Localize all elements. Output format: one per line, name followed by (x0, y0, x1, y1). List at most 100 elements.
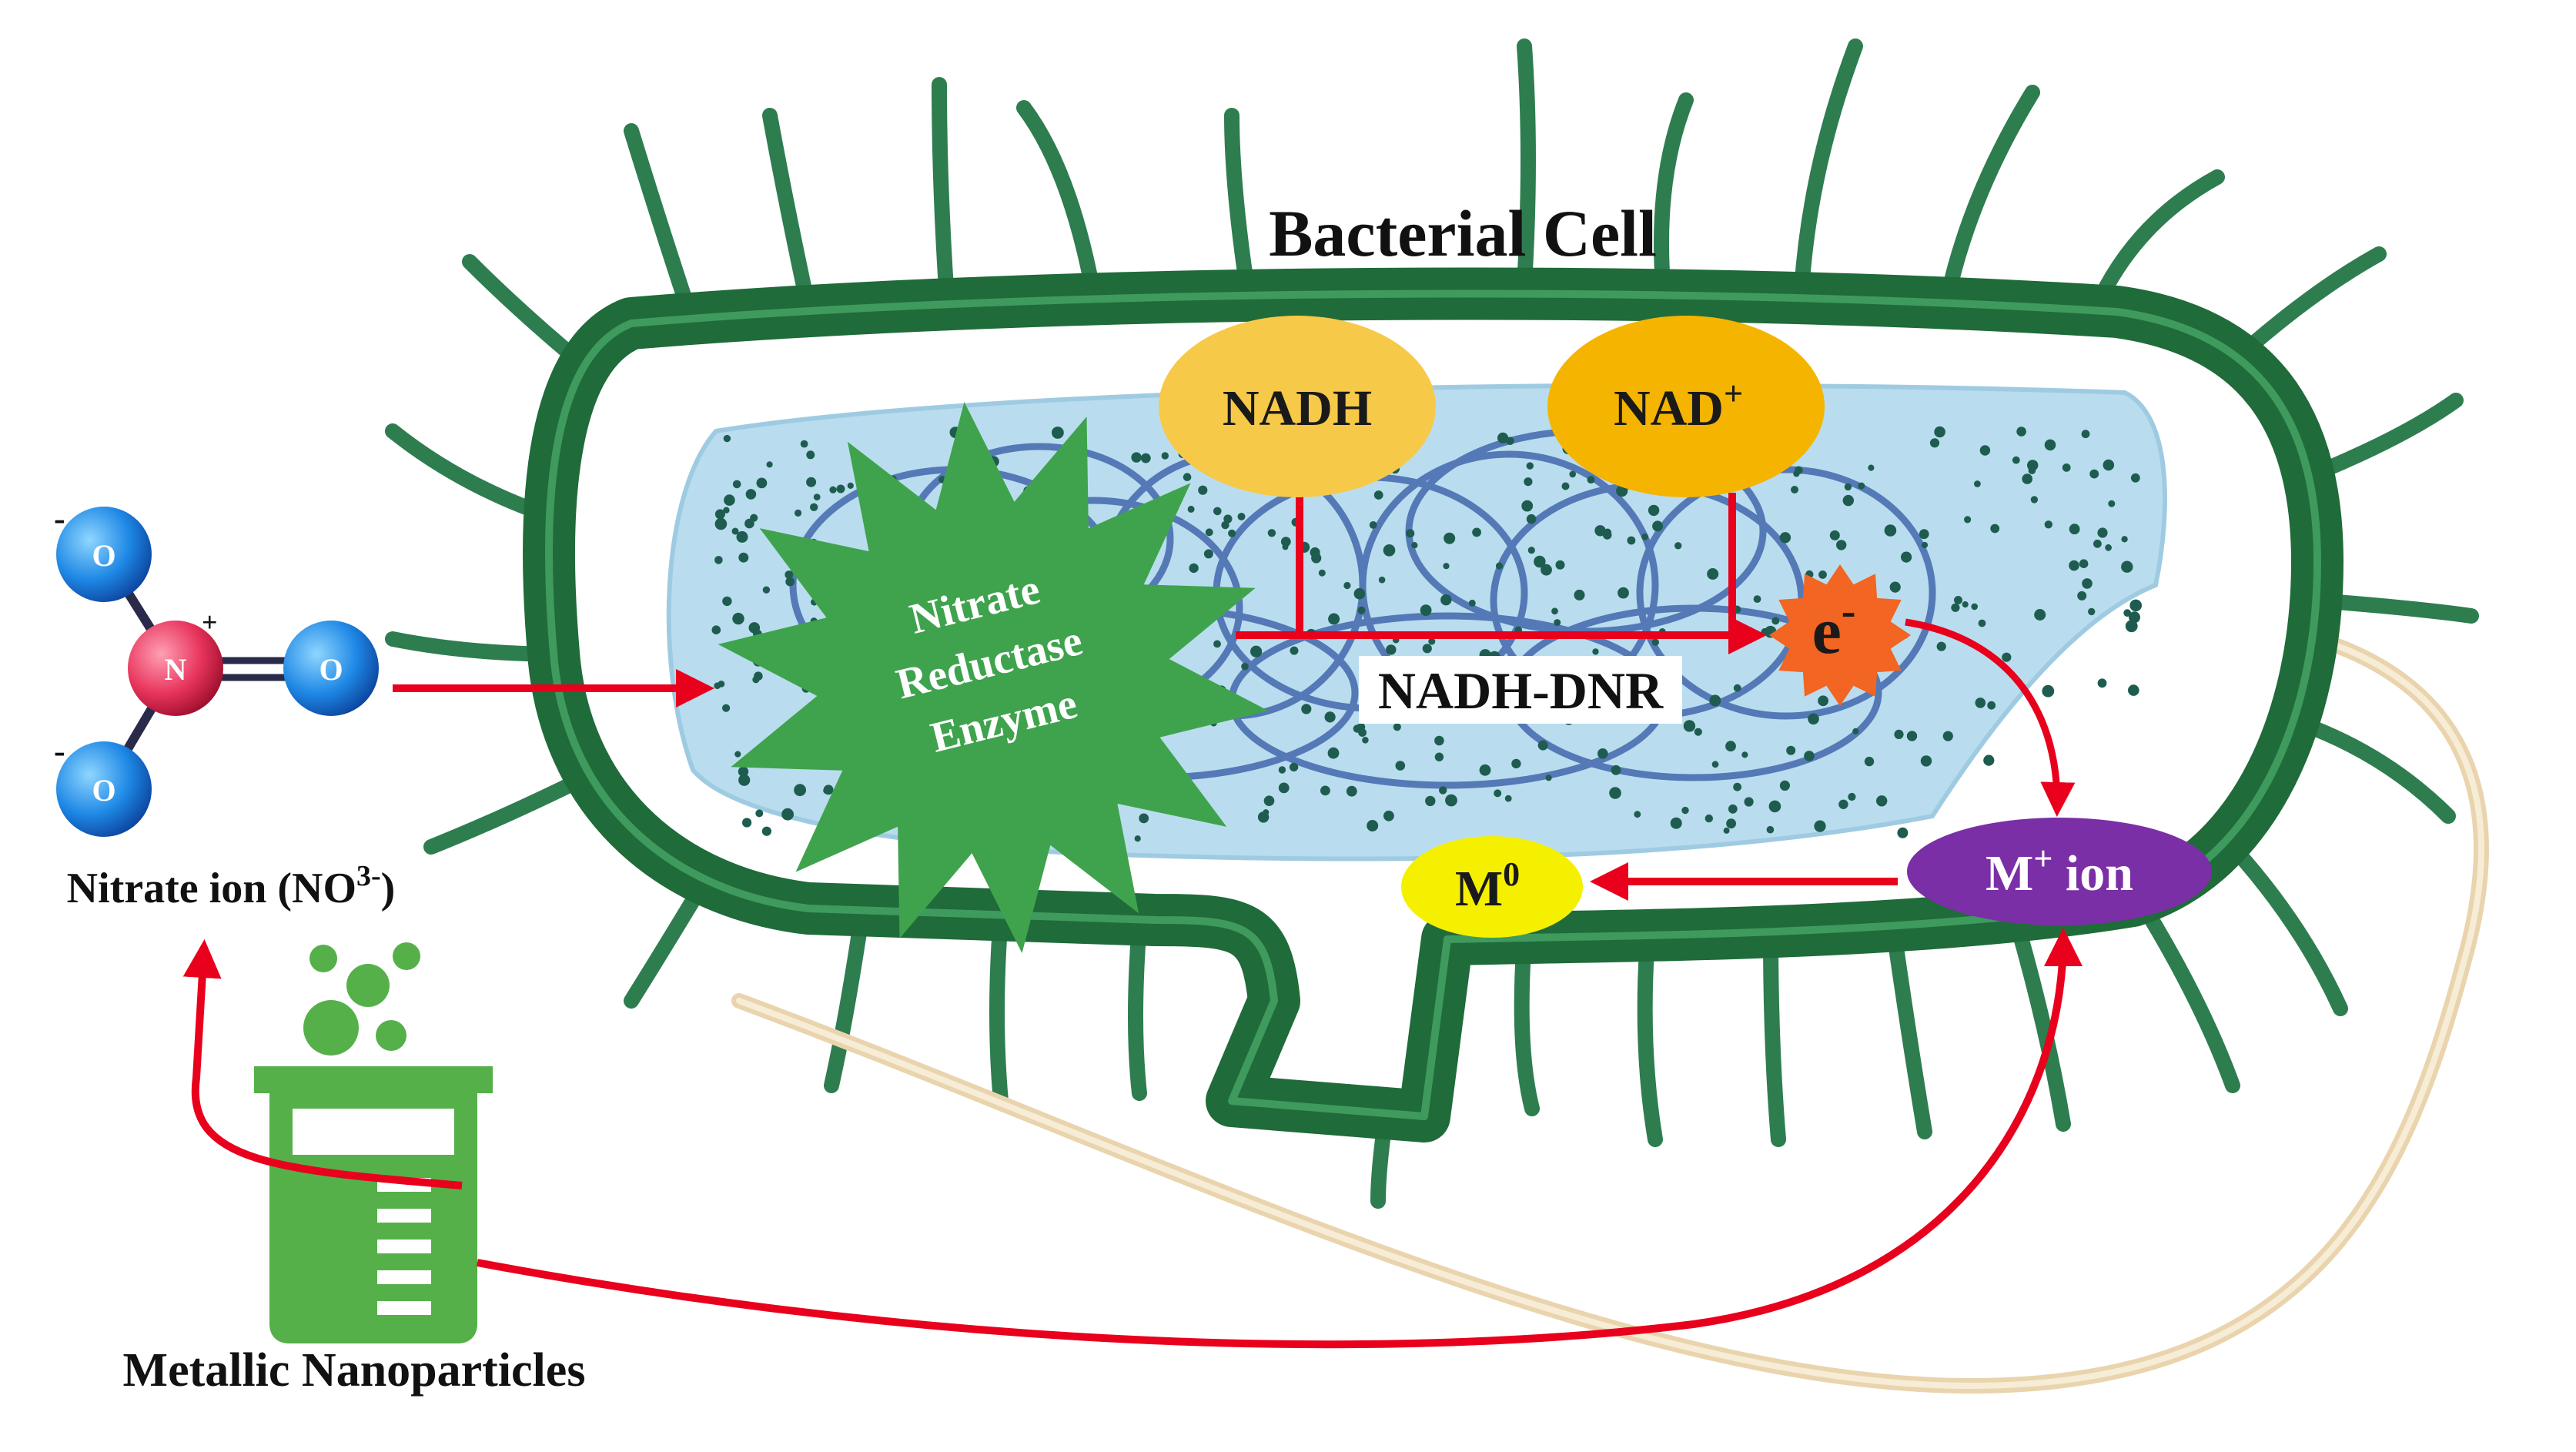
ribosome-dot (1526, 462, 1534, 470)
ribosome-dot (1346, 785, 1357, 797)
ribosome-dot (714, 509, 725, 520)
ribosome-dot (1597, 748, 1608, 759)
ribosome-dot (1766, 825, 1775, 834)
ribosome-dot (1353, 587, 1366, 600)
ribosome-dot (1320, 785, 1330, 796)
ribosome-dot (1793, 470, 1800, 477)
ribosome-dot (1443, 563, 1450, 570)
ribosome-dot (752, 676, 760, 684)
ribosome-dot (1709, 694, 1721, 707)
ribosome-dot (722, 704, 731, 712)
ribosome-dot (2121, 536, 2128, 543)
ribosome-dot (2123, 609, 2132, 617)
ribosome-dot (1641, 533, 1649, 540)
ribosome-dot (766, 461, 773, 468)
ribosome-dot (1328, 613, 1340, 625)
ribosome-dot (806, 477, 817, 487)
ribosome-dot (1842, 494, 1854, 507)
beaker-to-nitrate-arrow (182, 939, 463, 1189)
flagellum-strand (1514, 932, 1540, 1116)
ribosome-dot (1744, 797, 1754, 807)
nitrate-caption-sup: 3- (356, 860, 381, 892)
flagellum-strand (1637, 930, 1663, 1147)
oxygen-atom-top (56, 507, 152, 602)
ribosome-dot (1753, 595, 1761, 603)
ribosome-dot (1425, 795, 1436, 807)
ribosome-dot (1537, 740, 1548, 751)
nitrate-reductase-enzyme (718, 402, 1269, 953)
ribosome-dot (723, 507, 730, 514)
flagellum-strand (762, 108, 816, 316)
ribosome-dot (1779, 780, 1790, 791)
ribosome-dot (742, 818, 752, 828)
ribosome-dot (1852, 728, 1859, 735)
ribosome-dot (2097, 527, 2108, 538)
beaker-mark-4 (377, 1270, 431, 1284)
ribosome-dot (1497, 432, 1509, 444)
ribosome-dot (1511, 758, 1521, 769)
ribosome-dot (1934, 426, 1945, 438)
ribosome-dot (1634, 811, 1641, 818)
ribosome-dot (2088, 607, 2096, 616)
ribosome-dot (1725, 741, 1736, 752)
ribosome-dot (2042, 684, 2055, 698)
ribosome-dot (1670, 817, 1682, 829)
beaker-label: Metallic Nanoparticles (123, 1344, 586, 1397)
ribosome-dot (1311, 553, 1322, 564)
ribosome-dot (1554, 619, 1561, 627)
ribosome-dot (2130, 473, 2140, 483)
ribosome-dot (1705, 814, 1713, 823)
ribosome-dot (1726, 818, 1737, 829)
electron-base: e (1812, 594, 1842, 667)
ribosome-dot (1161, 452, 1169, 460)
ribosome-dot (1203, 549, 1213, 559)
ribosome-dot (1901, 551, 1912, 563)
ribosome-dot (1876, 795, 1888, 807)
nad-plus-sup: + (1724, 375, 1743, 413)
ribosome-dot (1741, 751, 1748, 758)
ribosome-dot (1894, 729, 1904, 740)
ribosome-dot (1362, 737, 1369, 744)
ribosome-dot (1627, 536, 1636, 545)
electron-label: e- (1812, 587, 1856, 667)
ribosome-dot (1479, 764, 1491, 776)
flagellum-strand (1763, 928, 1786, 1147)
ribosome-dot (734, 751, 741, 758)
ribosome-dot (1569, 470, 1576, 478)
ribosome-dot (2034, 609, 2046, 621)
ribosome-dot (1278, 782, 1290, 794)
metal-zero-node (1401, 836, 1583, 938)
ribosome-dot (1241, 662, 1249, 671)
ribosome-dot (1205, 528, 1213, 537)
ribosome-dot (1561, 482, 1570, 490)
ribosome-dot (1357, 606, 1366, 614)
beaker-icon (254, 942, 493, 1343)
bubble-3 (393, 942, 420, 970)
ribosome-dot (1723, 827, 1730, 834)
ribosome-dot (732, 480, 741, 489)
electron-sup: - (1842, 587, 1856, 635)
ribosome-dot (2044, 439, 2056, 451)
nadh-node (1159, 316, 1436, 497)
beaker-mark-3 (377, 1240, 431, 1253)
ribosome-dot (1791, 486, 1798, 493)
electron-to-ion-arrow (1905, 618, 2076, 817)
ribosome-dot (1383, 544, 1396, 557)
ribosome-dot (806, 450, 815, 460)
ribosome-dot (1983, 754, 1995, 766)
nadh-dnr-label-bg (1359, 656, 1682, 724)
ribosome-dot (1134, 835, 1141, 842)
ribosome-dot (1919, 529, 1929, 540)
ribosome-dot (2081, 430, 2090, 439)
ribosome-dot (1290, 646, 1299, 655)
ribosome-dot (1386, 644, 1397, 655)
ribosome-dot (1990, 524, 2000, 534)
ribosome-dot (1674, 542, 1682, 550)
ribosome-dot (736, 530, 748, 543)
atom-o-bottom-label: O (92, 773, 115, 808)
ribosome-dot (2069, 524, 2080, 535)
flagellum-strand (1128, 916, 1147, 1101)
ribosome-dot (1768, 800, 1781, 813)
ribosome-dot (1183, 473, 1192, 481)
beaker-inner (293, 1109, 454, 1155)
